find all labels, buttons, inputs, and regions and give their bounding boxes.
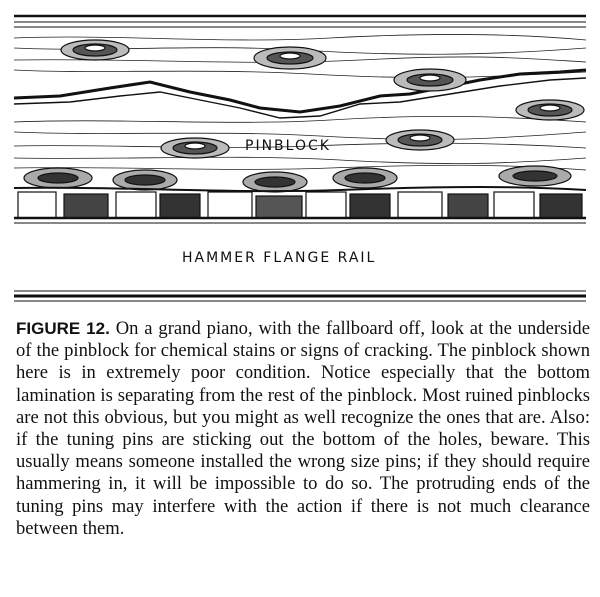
pin-hole <box>385 129 455 151</box>
pin-hole <box>160 137 230 159</box>
pinblock-top-edge <box>14 14 586 28</box>
pinblock-illustration: PINBLOCK HAMMER FLANGE RAIL <box>13 14 587 302</box>
figure-caption: FIGURE 12. On a grand piano, with the fa… <box>16 318 590 540</box>
pinblock-bottom-edge <box>14 216 586 224</box>
figure-label: FIGURE 12. <box>16 319 110 338</box>
caption-text: On a grand piano, with the fallboard off… <box>16 318 590 539</box>
tuning-pin-holes <box>60 39 585 159</box>
hammer-flange-rail-label: HAMMER FLANGE RAIL <box>182 250 376 266</box>
pin-hole <box>60 39 130 61</box>
pin-hole <box>253 46 327 70</box>
crack <box>13 68 587 114</box>
pinblock-label: PINBLOCK <box>245 138 331 154</box>
pin-hole <box>393 68 467 92</box>
protruding-pin-ends <box>17 191 583 219</box>
bottom-lamination-holes <box>23 165 572 193</box>
pin-hole <box>515 99 585 121</box>
hammer-flange-rail <box>14 290 586 302</box>
